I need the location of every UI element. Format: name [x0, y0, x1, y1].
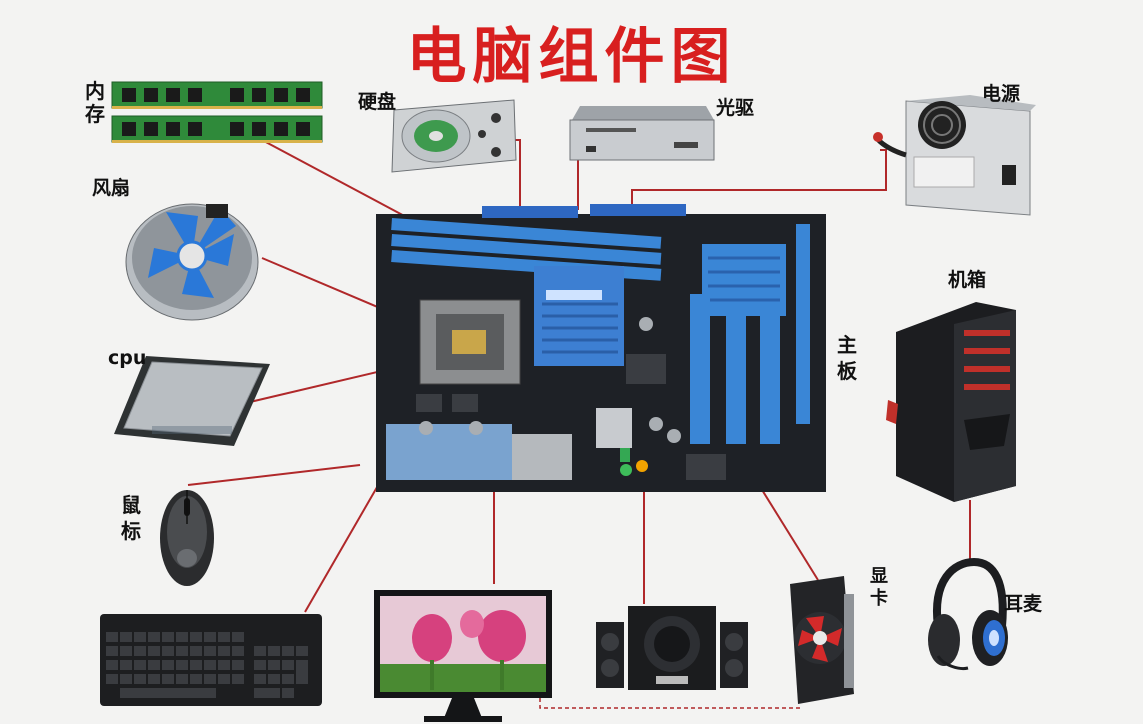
line-monitor-speakers: [539, 698, 800, 709]
line-keyboard: [304, 481, 381, 613]
speakers-image: [596, 606, 748, 690]
optical-drive-image: [569, 106, 715, 161]
keyboard-image: [100, 614, 322, 706]
cpu-fan-image: [125, 203, 259, 321]
monitor-image: [374, 590, 552, 722]
memory-sticks-image: [111, 81, 323, 143]
label-optical: 光驱: [716, 97, 755, 119]
hard-drive-image: [391, 99, 517, 173]
label-psu: 电源: [982, 83, 1021, 105]
label-fan: 风扇: [92, 177, 131, 199]
label-headset: 耳麦: [1004, 593, 1043, 615]
label-gpu: 显卡: [870, 566, 888, 609]
computer-case-image: [886, 302, 1016, 502]
label-motherboard: 主板: [837, 333, 857, 383]
mouse-image: [160, 490, 214, 586]
power-supply-image: [873, 95, 1036, 216]
label-mouse: 鼠标: [121, 493, 141, 543]
motherboard-image: [376, 204, 826, 492]
headset-image: [928, 557, 1008, 670]
label-hdd: 硬盘: [358, 91, 397, 113]
diagram-title: 电脑组件图: [406, 22, 737, 92]
line-psu: [631, 149, 887, 210]
cpu-chip-image: [114, 356, 270, 446]
graphics-card-image: [790, 576, 854, 704]
label-cpu: cpu: [108, 347, 147, 369]
label-case: 机箱: [948, 269, 987, 291]
label-memory: 内存: [85, 79, 105, 126]
line-mouse: [187, 464, 361, 486]
